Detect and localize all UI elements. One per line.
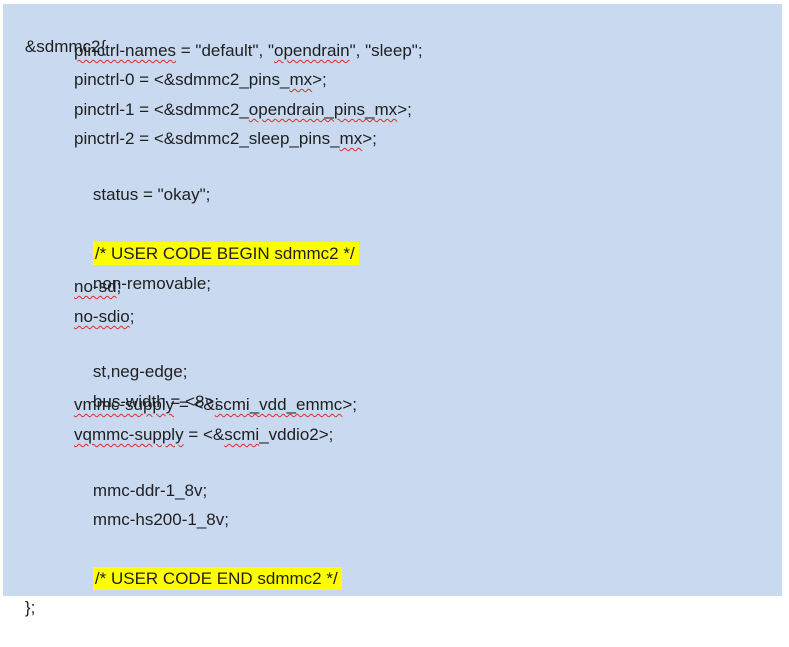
status-line: status = "okay";	[74, 156, 210, 204]
node-open-line: &sdmmc2{	[6, 8, 106, 56]
mmc-hs200-text: mmc-hs200-1_8v;	[92, 510, 229, 529]
vqmmc-supply-line: vqmmc-supply = <&scmi_vddio2>;	[74, 422, 333, 448]
pinctrl-names-mid: = "default", "	[176, 41, 275, 60]
vqmmc-supply-mid: = <&	[183, 425, 225, 444]
user-code-end-line: /* USER CODE END sdmmc2 */	[74, 540, 342, 590]
node-open-text: &sdmmc2{	[24, 37, 107, 56]
bus-width-text: bus-width = <8>;	[92, 392, 220, 411]
mmc-ddr-text: mmc-ddr-1_8v;	[92, 481, 208, 500]
pinctrl-names-end: ", "sleep";	[349, 41, 423, 60]
mmc-hs200-line: mmc-hs200-1_8v;	[74, 481, 229, 529]
pinctrl-0-mx: mx	[289, 70, 313, 89]
node-close-line: };	[6, 569, 35, 617]
pinctrl-names-key: pinctrl-names	[74, 41, 177, 60]
status-text: status = "okay";	[92, 185, 211, 204]
vmmc-supply-mid: = <&	[174, 395, 215, 414]
user-code-begin-line: /* USER CODE BEGIN sdmmc2 */	[74, 215, 359, 265]
no-sd-line: no-sd;	[74, 274, 121, 300]
vmmc-supply-line: vmmc-supply = <&scmi_vdd_emmc>;	[74, 392, 357, 418]
mmc-ddr-line: mmc-ddr-1_8v;	[74, 452, 207, 500]
no-sd-key: no-sd	[74, 277, 117, 296]
vqmmc-supply-end: _vddio2>;	[259, 425, 334, 444]
neg-edge-line: st,neg-edge;	[74, 333, 188, 381]
code-document: &sdmmc2{ pinctrl-names = "default", "ope…	[3, 4, 782, 617]
pinctrl-1-end: >;	[397, 100, 412, 119]
vmmc-supply-end: >;	[342, 395, 357, 414]
pinctrl-2-text: pinctrl-2 = <&sdmmc2_sleep_pins_	[74, 129, 340, 148]
non-removable-text: non-removable;	[92, 274, 212, 293]
pinctrl-names-line: pinctrl-names = "default", "opendrain", …	[74, 38, 423, 64]
pinctrl-0-end: >;	[312, 70, 327, 89]
bus-width-line: bus-width = <8>;	[74, 363, 219, 411]
user-code-begin-comment: /* USER CODE BEGIN sdmmc2 */	[92, 242, 359, 265]
no-sdio-key: no-sdio	[74, 307, 130, 326]
no-sd-end: ;	[116, 277, 122, 296]
pinctrl-0-text: pinctrl-0 = <&sdmmc2_pins_	[74, 70, 290, 89]
non-removable-line: non-removable;	[74, 245, 211, 293]
no-sdio-end: ;	[129, 307, 135, 326]
vmmc-supply-value: scmi_vdd_emmc	[214, 395, 343, 414]
pinctrl-names-opendrain: opendrain	[274, 41, 350, 60]
neg-edge-text: st,neg-edge;	[92, 362, 188, 381]
pinctrl-2-line: pinctrl-2 = <&sdmmc2_sleep_pins_mx>;	[74, 126, 377, 152]
pinctrl-0-line: pinctrl-0 = <&sdmmc2_pins_mx>;	[74, 67, 327, 93]
vqmmc-supply-key: vqmmc-supply	[74, 425, 184, 444]
pinctrl-1-pins: opendrain_pins_mx	[248, 100, 398, 119]
pinctrl-1-line: pinctrl-1 = <&sdmmc2_opendrain_pins_mx>;	[74, 97, 412, 123]
node-close-text: };	[24, 598, 36, 617]
pinctrl-2-end: >;	[362, 129, 377, 148]
user-code-end-comment: /* USER CODE END sdmmc2 */	[92, 567, 342, 590]
no-sdio-line: no-sdio;	[74, 304, 135, 330]
pinctrl-1-text: pinctrl-1 = <&sdmmc2_	[74, 100, 249, 119]
vmmc-supply-key: vmmc-supply	[74, 395, 175, 414]
pinctrl-2-mx: mx	[339, 129, 363, 148]
vqmmc-supply-scmi: scmi	[224, 425, 260, 444]
